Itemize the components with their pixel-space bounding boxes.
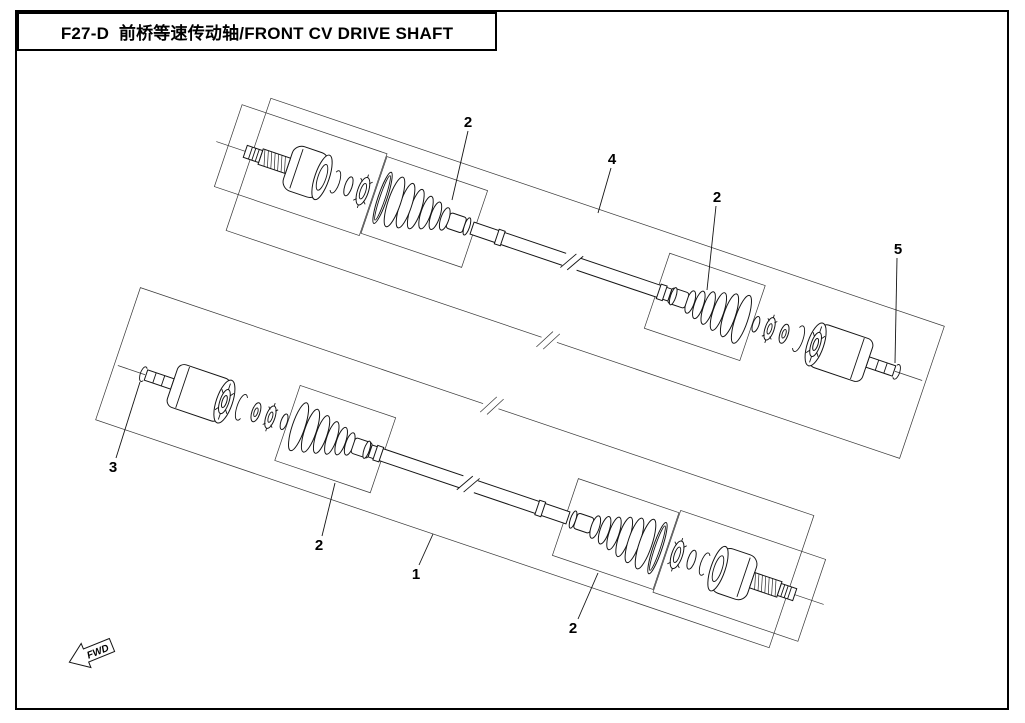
callout-4-upper-shaft: 4: [597, 151, 617, 214]
fwd-arrow-shape: [68, 637, 116, 669]
callout-2-lower-inboard-boot: 2: [315, 482, 336, 554]
callout-label[interactable]: 2: [464, 114, 472, 131]
fwd-arrow: FWD: [68, 637, 116, 669]
callout-2-upper-inboard-boot: 2: [706, 189, 721, 291]
leader-line: [451, 130, 469, 201]
callout-5-upper-clip: 5: [894, 241, 902, 364]
callout-label[interactable]: 5: [894, 241, 902, 258]
page-border: [15, 10, 1009, 710]
callout-label[interactable]: 1: [412, 566, 420, 583]
callouts: 2 4 2 5 3 2 1: [109, 114, 902, 637]
leader-line: [115, 381, 141, 459]
callout-1-lower-shaft: 1: [412, 533, 434, 583]
callout-3-lower-clip: 3: [109, 381, 141, 476]
callout-2-upper-outboard-boot: 2: [451, 114, 472, 201]
callout-label[interactable]: 4: [608, 151, 617, 168]
leader-line: [894, 257, 898, 364]
callout-label[interactable]: 2: [315, 537, 323, 554]
leader-line: [577, 572, 599, 620]
leader-line: [597, 167, 612, 214]
page-title: F27-D 前桥等速传动轴/FRONT CV DRIVE SHAFT: [60, 24, 454, 43]
leader-line: [418, 533, 434, 566]
callout-label[interactable]: 2: [569, 620, 577, 637]
callout-label[interactable]: 3: [109, 459, 117, 476]
callout-2-lower-outboard-boot: 2: [569, 572, 599, 637]
title-box: F27-D 前桥等速传动轴/FRONT CV DRIVE SHAFT: [17, 12, 497, 51]
callout-label[interactable]: 2: [713, 189, 721, 206]
leader-line: [706, 205, 717, 291]
leader-line: [321, 482, 336, 537]
fwd-label: FWD: [85, 643, 110, 662]
